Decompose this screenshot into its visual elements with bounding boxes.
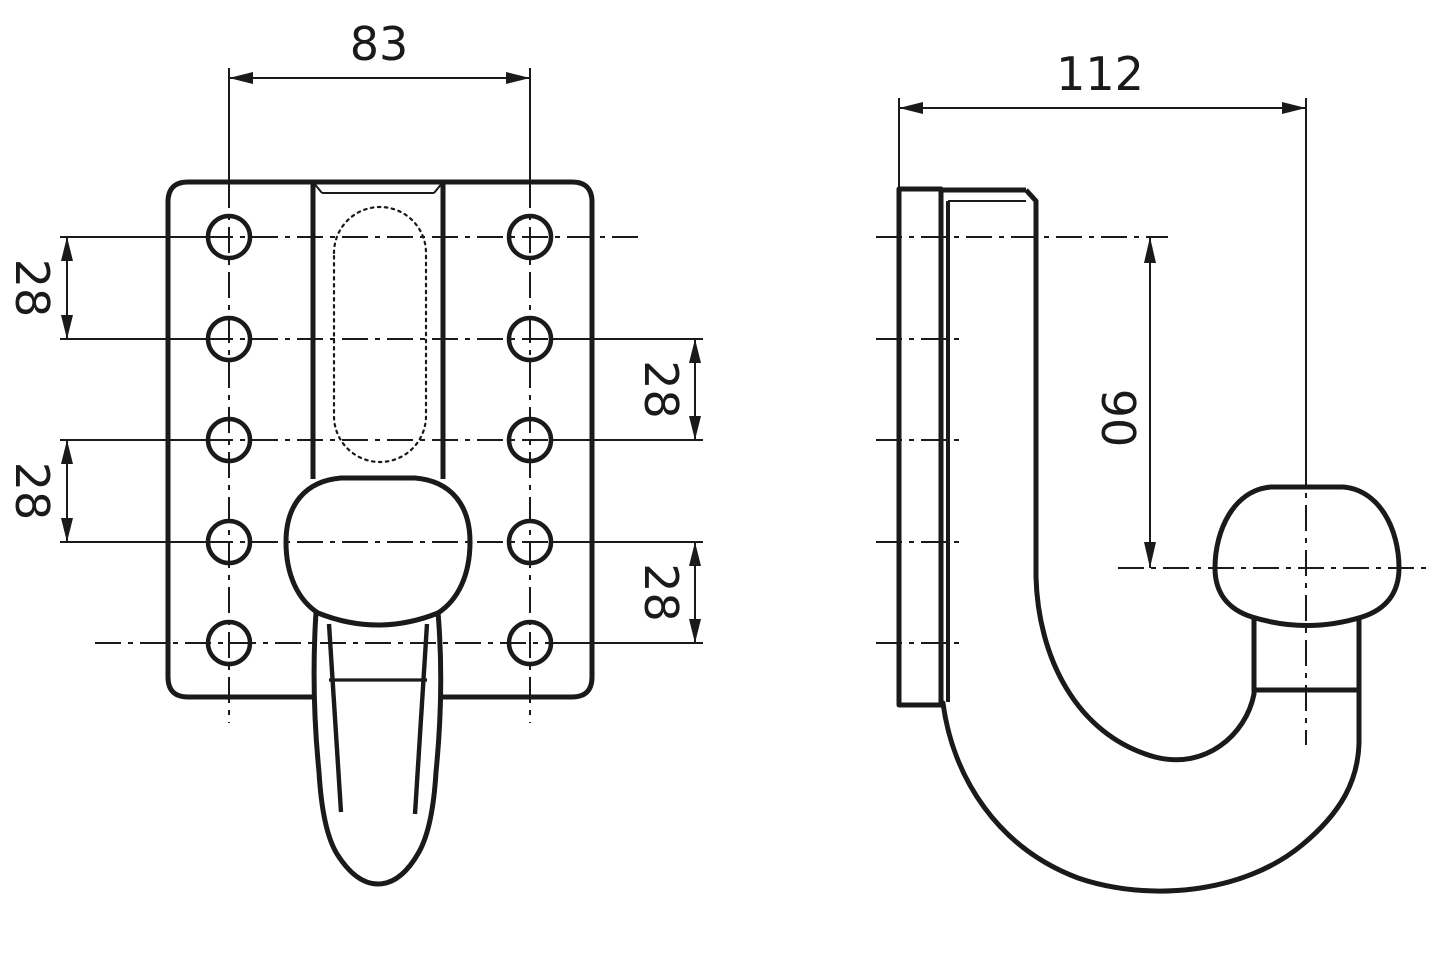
hook-inner-curve: [1033, 198, 1257, 763]
dim-arrow-up: [1144, 237, 1156, 263]
hook-tongue-inner-left: [326, 623, 344, 813]
dim-arrow-down: [61, 518, 73, 542]
hook-bar-chamfer-right: [433, 181, 444, 194]
hook-tongue: [311, 609, 444, 887]
dim-arrow-right: [506, 72, 530, 84]
dim-arrow-down: [61, 315, 73, 339]
dim-arrow-up: [689, 542, 701, 566]
dim-arrow-up: [689, 339, 701, 363]
dim-83-label: 83: [350, 17, 409, 71]
dim-arrow-up: [61, 440, 73, 464]
hidden-slot-outline: [332, 205, 428, 464]
dim-28-right-lower-label: 28: [634, 563, 688, 622]
dim-90-label: 90: [1091, 389, 1145, 448]
dim-arrow-down: [689, 619, 701, 643]
plate-edge-outline: [896, 186, 944, 708]
dim-arrow-up: [61, 237, 73, 261]
hook-outer-curve: [940, 614, 1362, 894]
dimensions: 83 28 28 28 28 112 90: [5, 17, 1306, 643]
hook-tongue-inner-right: [412, 623, 430, 815]
dim-arrow-down: [689, 416, 701, 440]
side-view: [876, 98, 1428, 894]
dim-28-left-lower-label: 28: [5, 462, 59, 521]
hook-bar-chamfer-left: [312, 181, 323, 194]
dim-112-label: 112: [1056, 47, 1144, 101]
dim-arrow-left: [229, 72, 253, 84]
dim-28-left-upper-label: 28: [5, 259, 59, 318]
mounting-plate-outline: [165, 179, 595, 700]
tow-ball-front: [283, 475, 473, 628]
dim-28-right-upper-label: 28: [634, 360, 688, 419]
dim-arrow-left: [899, 102, 923, 114]
front-view: [60, 68, 703, 887]
dim-arrow-right: [1282, 102, 1306, 114]
dim-arrow-down: [1144, 542, 1156, 568]
